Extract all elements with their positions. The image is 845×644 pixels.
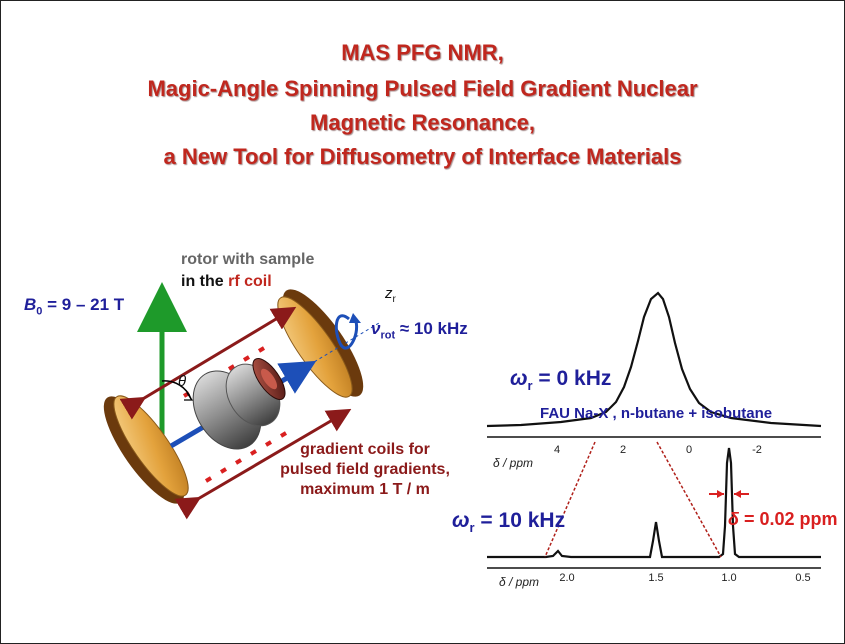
title-line-2: Magic-Angle Spinning Pulsed Field Gradie…: [147, 76, 698, 101]
top-tick-0: 0: [686, 444, 692, 456]
bottom-spectrum-label: ωr = 10 kHz: [452, 509, 565, 535]
b0-label: B0 = 9 – 21 T: [24, 295, 124, 317]
spin-indicator: [334, 313, 361, 350]
rotor-label-line-1: rotor with sample: [181, 251, 315, 268]
bottom-tick-1.5: 1.5: [648, 572, 663, 584]
connector-right: [656, 441, 722, 558]
omega-subscript-bottom: r: [469, 520, 475, 536]
nu-subscript: rot: [380, 329, 396, 342]
bottom-spectrum-value: = 10 kHz: [474, 509, 566, 532]
left-coil-disc: [103, 395, 189, 504]
rf-coil-label: rf coil: [228, 273, 272, 290]
bottom-tick-1.0: 1.0: [721, 572, 736, 584]
theta-label: θ: [178, 373, 187, 390]
connector-left: [544, 441, 596, 558]
rotation-frequency-value: ≈ 10 kHz: [395, 319, 468, 338]
rotor-label-prefix: in the: [181, 273, 229, 290]
gradient-label: gradient coils for pulsed field gradient…: [274, 440, 456, 500]
bottom-tick-2.0: 2.0: [559, 572, 574, 584]
title-line-1: MAS PFG NMR,: [341, 40, 504, 65]
right-coil-disc: [277, 289, 364, 398]
rotor-cap: [252, 358, 286, 400]
zr-label: zr: [385, 285, 396, 305]
gradient-label-line-2: pulsed field gradients,: [280, 461, 450, 478]
title-line-4: a New Tool for Diffusometry of Interface…: [163, 144, 682, 169]
gradient-arrow-bottom: [174, 408, 352, 520]
sample-label: FAU Na-X , n-butane + isobutane: [540, 405, 773, 422]
top-tick-2: 2: [620, 444, 626, 456]
spectrum-mas: [487, 447, 821, 559]
bottom-tick-0.5: 0.5: [795, 572, 810, 584]
linewidth-value: = 0.02 ppm: [739, 509, 838, 529]
nu-symbol: ν: [371, 319, 381, 338]
omega-symbol-top: ω: [510, 367, 528, 390]
gradient-label-line-1: gradient coils for: [300, 441, 430, 458]
linewidth-label: δ = 0.02 ppm: [728, 509, 838, 530]
spectrum-static: [486, 291, 822, 428]
gradient-label-line-3: maximum 1 T / m: [300, 481, 430, 498]
zr-symbol: z: [385, 285, 393, 302]
delta-symbol: δ: [728, 509, 739, 529]
top-spectrum-value: = 0 kHz: [532, 367, 612, 390]
b0-symbol: B: [24, 295, 37, 314]
rotation-frequency-label: νrot ≈ 10 kHz: [371, 319, 468, 341]
omega-subscript-top: r: [527, 378, 533, 394]
top-axis-title: δ / ppm: [493, 456, 533, 470]
zr-subscript: r: [392, 294, 396, 305]
top-tick-4: 4: [554, 444, 560, 456]
b0-value: = 9 – 21 T: [42, 295, 125, 314]
bottom-axis-title: δ / ppm: [499, 575, 539, 589]
top-tick-minus2: -2: [752, 444, 762, 456]
gradient-arrow-top: [119, 306, 297, 420]
rotor-label-line-2: in the rf coil: [181, 273, 272, 291]
title-line-3: Magnetic Resonance,: [310, 110, 535, 135]
b0-subscript: 0: [36, 305, 43, 318]
omega-symbol-bottom: ω: [452, 509, 470, 532]
top-spectrum-label: ωr = 0 kHz: [510, 367, 611, 393]
